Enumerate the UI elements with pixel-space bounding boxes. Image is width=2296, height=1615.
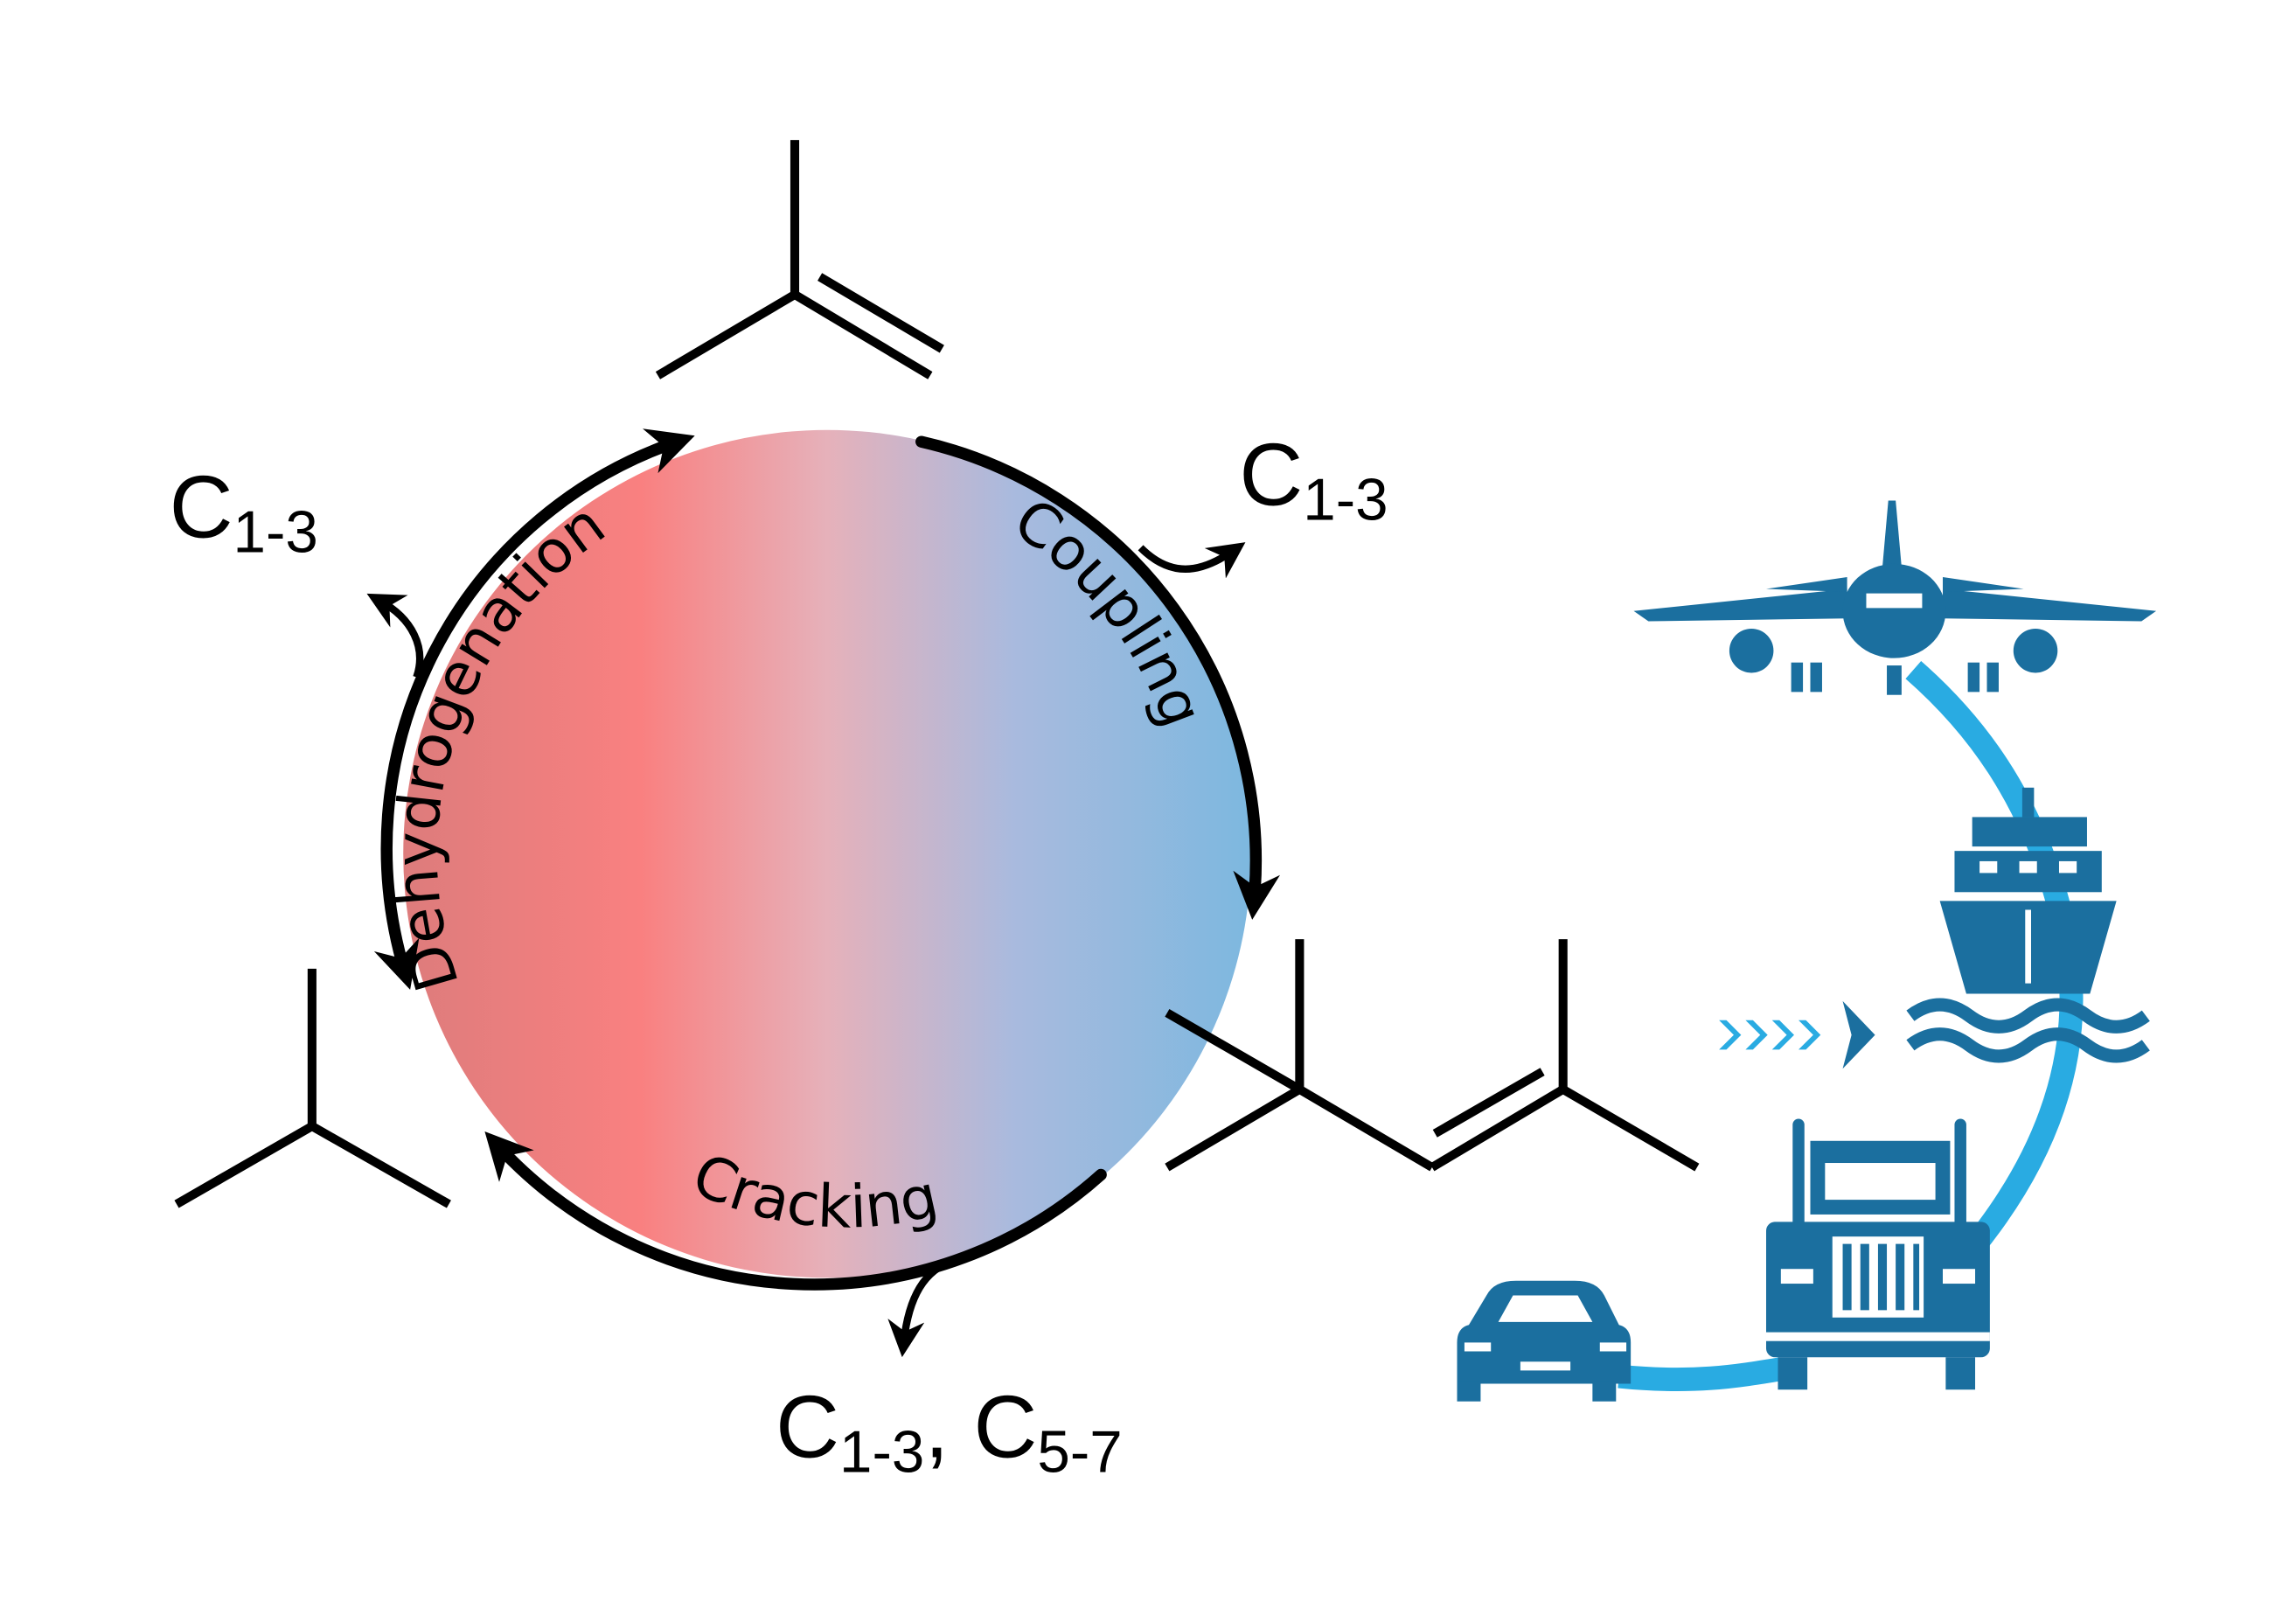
airplane-icon xyxy=(1633,500,2157,695)
cracking-arrow xyxy=(484,1131,1107,1291)
truck-icon xyxy=(1766,1118,1990,1390)
side-arrow-right xyxy=(1138,542,1246,579)
byproduct-left-label: C1-3 xyxy=(170,459,318,566)
side-arrow-bottom xyxy=(887,1255,961,1358)
side-arrow-left xyxy=(366,593,424,679)
coupling-arrow xyxy=(915,435,1281,920)
isobutane-molecule xyxy=(174,968,451,1208)
byproduct-bottom-label: C1-3, C5-7 xyxy=(776,1379,1123,1486)
isobutene-molecule xyxy=(655,140,944,379)
chevron-arrows-icon xyxy=(1719,1000,1875,1069)
dehydrogenation-arrow xyxy=(373,428,695,990)
ship-icon xyxy=(1906,787,2150,1063)
isooctene-molecule xyxy=(1165,939,1700,1172)
car-icon xyxy=(1457,1280,1632,1402)
byproduct-right-label: C1-3 xyxy=(1239,427,1388,533)
